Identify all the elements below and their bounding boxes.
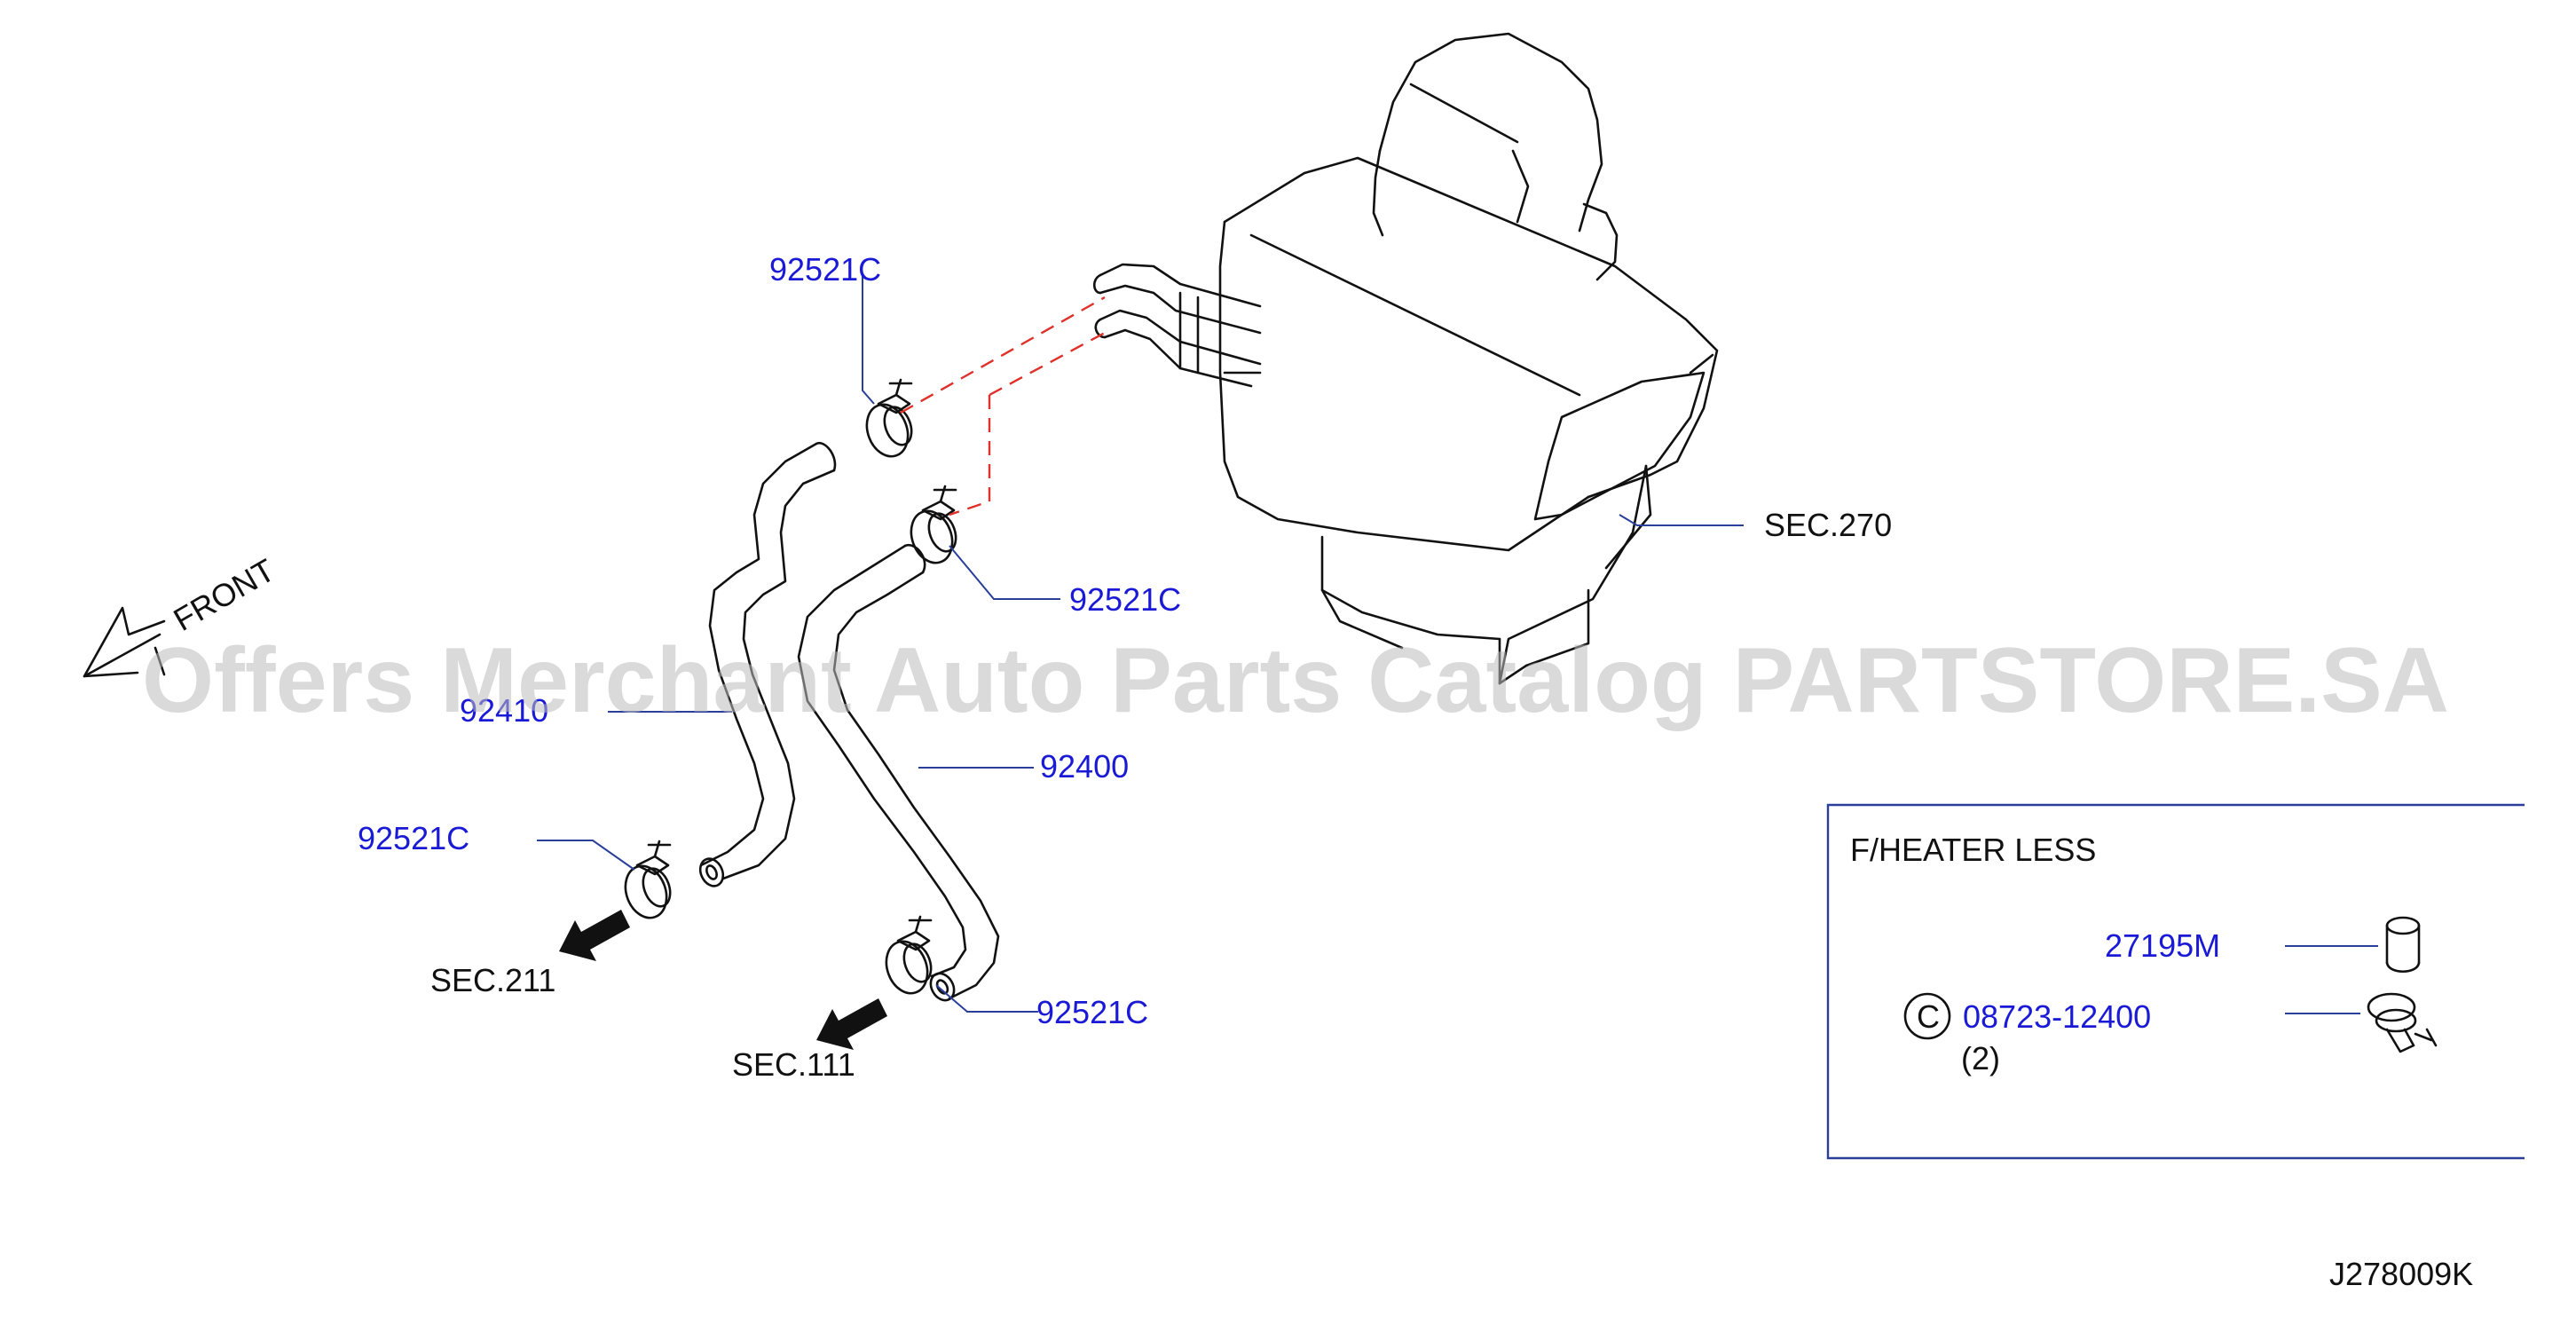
- part-label-27195m[interactable]: 27195M: [2105, 927, 2220, 964]
- front-label: FRONT: [168, 551, 281, 638]
- dashed-connectors: [900, 296, 1106, 517]
- leader-lines: [537, 273, 1744, 1013]
- part-label-08723-12400[interactable]: 08723-12400: [1963, 998, 2151, 1035]
- arrow-to-sec111-icon: [816, 998, 887, 1050]
- part-label-92521c-mid[interactable]: 92521C: [1069, 581, 1181, 618]
- clip-left-drawing: [624, 840, 672, 919]
- cap-27195m-drawing: [2385, 916, 2421, 974]
- watermark-text: Offers Merchant Auto Parts Catalog PARTS…: [142, 629, 2449, 732]
- part-qty: (2): [1961, 1040, 2000, 1076]
- part-label-92521c-left[interactable]: 92521C: [358, 820, 469, 856]
- circle-c-icon: [1903, 992, 1951, 1040]
- part-label-92410[interactable]: 92410: [460, 692, 548, 729]
- clip-top-drawing: [865, 378, 913, 458]
- part-label-92521c-top[interactable]: 92521C: [769, 251, 881, 288]
- arrow-to-sec211-icon: [559, 910, 630, 961]
- part-label-92521c-bottom[interactable]: 92521C: [1036, 994, 1148, 1030]
- front-direction-icon: [83, 606, 166, 678]
- heater-unit-drawing: [1092, 32, 1719, 685]
- clip-bottom-drawing: [885, 915, 933, 995]
- inset-title: F/HEATER LESS: [1850, 832, 2096, 868]
- diagram-code: J278009K: [2329, 1256, 2473, 1292]
- inset-f-heater-less: F/HEATER LESS 27195M C 08723-12400 (2): [1826, 803, 2525, 1160]
- section-ref-sec111[interactable]: SEC.111: [732, 1046, 855, 1083]
- hose-92410-drawing: [698, 441, 837, 887]
- part-label-92400[interactable]: 92400: [1040, 748, 1129, 785]
- hose-92400-drawing: [797, 543, 1000, 1002]
- section-ref-sec211[interactable]: SEC.211: [430, 962, 555, 998]
- clip-mid-drawing: [910, 485, 957, 564]
- section-ref-sec270[interactable]: SEC.270: [1764, 507, 1892, 543]
- clamp-08723-drawing: [2367, 992, 2438, 1053]
- circle-c-letter: C: [1917, 998, 1940, 1035]
